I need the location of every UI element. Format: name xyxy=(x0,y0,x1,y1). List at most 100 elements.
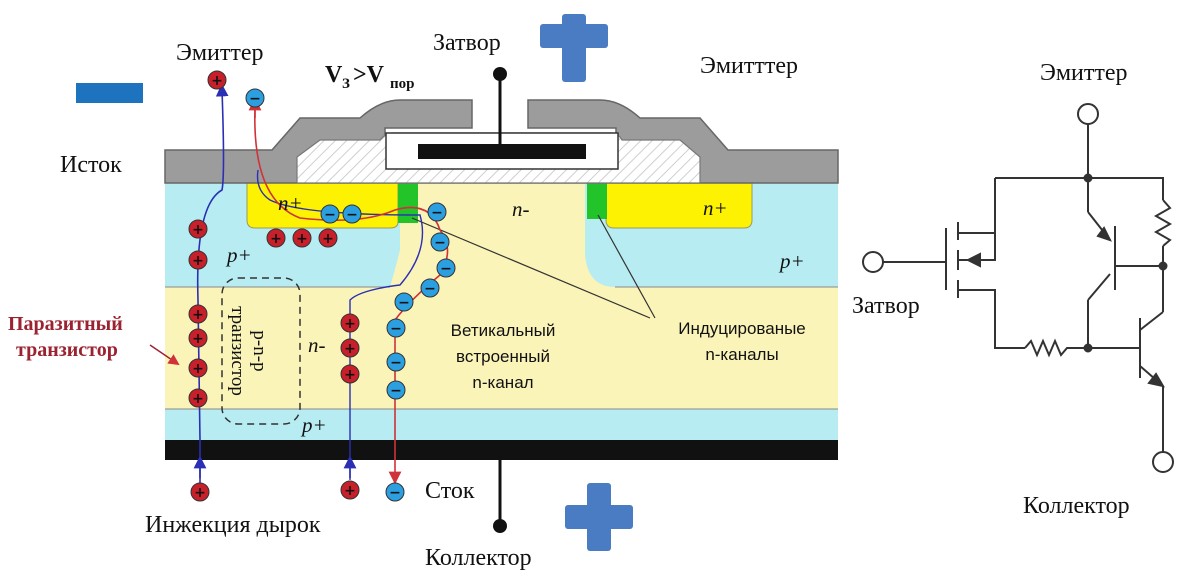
n-plus-left-region xyxy=(246,182,399,229)
hole-path-left xyxy=(196,83,229,485)
circuit-emitter-label: Эмиттер xyxy=(1040,60,1128,86)
hole-carrier-sign: + xyxy=(270,231,282,247)
induced-channel-right xyxy=(587,183,607,219)
hole-injection-label: Инжекция дырок xyxy=(145,512,321,538)
svg-text:транзистор: транзистор xyxy=(227,306,248,396)
svg-text:p-n-p: p-n-p xyxy=(249,330,270,371)
n-plus-right-region xyxy=(605,182,753,229)
collector-terminal-dot xyxy=(493,519,507,533)
hole-carrier xyxy=(188,304,208,324)
hole-carrier xyxy=(318,228,338,248)
electron-carrier-sign: − xyxy=(390,383,402,399)
electron-carrier-sign: − xyxy=(346,207,358,223)
circuit-gate-label: Затвор xyxy=(852,293,920,319)
electron-carrier xyxy=(430,232,450,252)
minus-sign xyxy=(76,83,143,103)
source-label: Исток xyxy=(60,152,122,178)
electron-carrier xyxy=(386,352,406,372)
hole-carrier-sign: + xyxy=(192,253,204,269)
carrier-paths xyxy=(193,83,449,485)
circuit-emitter-terminal xyxy=(1077,103,1099,125)
electron-carrier xyxy=(436,258,456,278)
hole-carrier-sign: + xyxy=(322,231,334,247)
induced-pointer-right xyxy=(597,214,656,319)
p-plus-collector-region xyxy=(165,409,838,440)
plus-sign-bottom xyxy=(565,483,633,551)
equivalent-circuit xyxy=(862,103,1174,473)
electron-carrier-sign: − xyxy=(398,295,410,311)
electron-carrier-sign: − xyxy=(249,91,261,107)
parasitic-label-1: Паразитный xyxy=(8,313,123,335)
threshold-voltage-label: V З >V пор xyxy=(325,62,415,92)
p-plus-right-label: p+ xyxy=(778,249,805,273)
electron-carrier xyxy=(320,204,340,224)
electron-carrier xyxy=(394,292,414,312)
hole-carrier xyxy=(188,358,208,378)
electron-carrier-sign: − xyxy=(390,321,402,337)
electron-carrier-sign: − xyxy=(390,355,402,371)
hole-carrier xyxy=(340,313,360,333)
electron-carrier xyxy=(420,278,440,298)
induced-pointer-left xyxy=(411,217,651,319)
hole-carrier-sign: + xyxy=(192,307,204,323)
hole-carrier xyxy=(207,70,227,90)
electron-carrier xyxy=(385,482,405,502)
hole-carrier-sign: + xyxy=(344,316,356,332)
p-plus-left-label: p+ xyxy=(225,243,252,267)
electron-carrier-sign: − xyxy=(434,235,446,251)
collector-label-bottom: Коллектор xyxy=(425,545,532,571)
electron-carrier xyxy=(386,318,406,338)
parasitic-pointer xyxy=(149,344,180,366)
svg-text:пор: пор xyxy=(390,76,415,92)
p-plus-bottom-label: p+ xyxy=(300,413,327,437)
hole-carrier-sign: + xyxy=(192,331,204,347)
collector-metal xyxy=(165,440,838,460)
vertical-channel-label-1: Ветикальный xyxy=(451,321,556,340)
circuit-resistor-right xyxy=(1153,199,1173,247)
device-cross-section xyxy=(164,67,839,533)
n-minus-top-label: n- xyxy=(512,197,530,221)
svg-text:З: З xyxy=(342,76,350,92)
hole-carrier xyxy=(188,328,208,348)
n-plus-left-label: n+ xyxy=(278,191,303,215)
hole-carrier-sign: + xyxy=(194,485,206,501)
electron-carrier xyxy=(245,88,265,108)
hole-carrier-sign: + xyxy=(344,341,356,357)
carriers-layer: +++++++++++++++−−−−−−−−−−−− xyxy=(188,70,456,502)
circuit-resistor-bottom xyxy=(1024,338,1088,358)
electron-carrier xyxy=(342,204,362,224)
hole-path-mid xyxy=(256,169,424,480)
electron-carrier-sign: − xyxy=(424,281,436,297)
electron-carrier-sign: − xyxy=(431,205,443,221)
electron-carrier-sign: − xyxy=(440,261,452,277)
n-plus-right-label: n+ xyxy=(703,196,728,220)
hole-carrier xyxy=(188,219,208,239)
pnp-transistor-label: p-n-p транзистор xyxy=(227,306,270,396)
vertical-channel-label-3: n-канал xyxy=(472,373,533,392)
circuit-collector-label: Коллектор xyxy=(1023,493,1130,519)
circuit-collector-terminal xyxy=(1152,451,1174,473)
hole-carrier-sign: + xyxy=(192,361,204,377)
hole-carrier xyxy=(188,250,208,270)
electron-carrier-sign: − xyxy=(324,207,336,223)
electron-carrier-sign: − xyxy=(389,485,401,501)
drain-label: Сток xyxy=(425,478,475,504)
hole-carrier xyxy=(266,228,286,248)
electron-path xyxy=(254,107,449,485)
svg-text:>V: >V xyxy=(353,62,385,88)
vertical-channel-label-2: встроенный xyxy=(456,347,550,366)
induced-channels-label-1: Индуцированые xyxy=(678,319,806,338)
n-minus-body xyxy=(390,183,615,287)
hole-carrier xyxy=(340,364,360,384)
emitter-label-right: Эмитттер xyxy=(700,53,798,79)
gate-terminal-dot xyxy=(493,67,507,81)
hole-carrier-sign: + xyxy=(192,391,204,407)
hole-carrier-sign: + xyxy=(192,222,204,238)
hole-carrier xyxy=(292,228,312,248)
n-minus-drift-region xyxy=(165,287,838,409)
hole-carrier-sign: + xyxy=(344,367,356,383)
hole-carrier xyxy=(340,480,360,500)
plus-sign-top xyxy=(540,14,608,82)
emitter-label-left: Эмиттер xyxy=(176,40,264,66)
